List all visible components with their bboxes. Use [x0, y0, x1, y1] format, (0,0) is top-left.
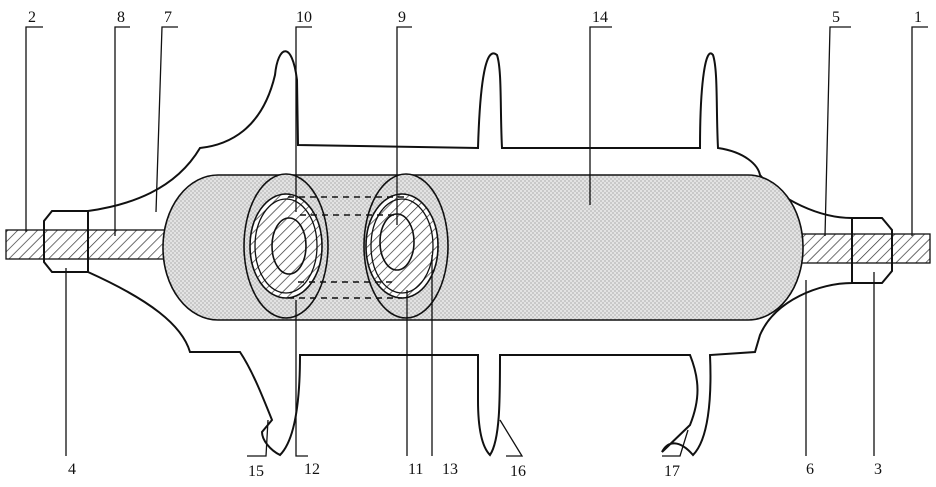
label-9: 9: [398, 9, 406, 26]
label-4: 4: [68, 461, 76, 478]
left-rod: [6, 230, 166, 259]
label-2: 2: [28, 9, 36, 26]
label-7: 7: [164, 9, 172, 26]
left-center-conductor: [272, 218, 306, 274]
label-3: 3: [874, 461, 882, 478]
label-17: 17: [664, 463, 680, 480]
label-13: 13: [442, 461, 458, 478]
label-5: 5: [832, 9, 840, 26]
label-8: 8: [117, 9, 125, 26]
label-14: 14: [592, 9, 608, 26]
label-16: 16: [510, 463, 526, 480]
label-1: 1: [914, 9, 922, 26]
label-11: 11: [408, 461, 423, 478]
label-12: 12: [304, 461, 320, 478]
label-15: 15: [248, 463, 264, 480]
label-10: 10: [296, 9, 312, 26]
label-6: 6: [806, 461, 814, 478]
